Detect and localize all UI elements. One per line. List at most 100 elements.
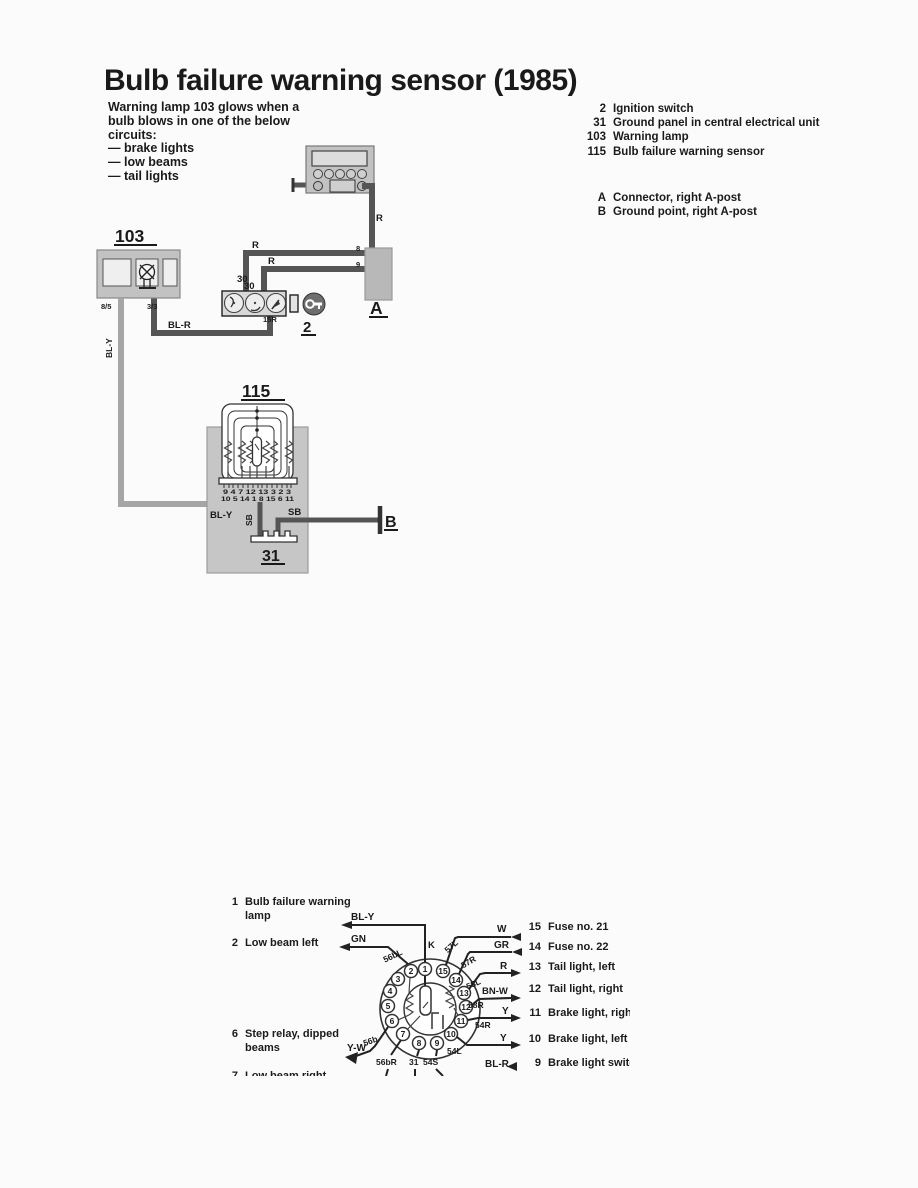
warning-lamp-103: 103 8/5 3/3 bbox=[96, 226, 181, 311]
wire-label-sb: SB bbox=[244, 514, 254, 526]
intro-text: Warning lamp 103 glows when a bulb blows… bbox=[108, 100, 338, 184]
item-num: 12 bbox=[529, 983, 541, 995]
item-num: 2 bbox=[232, 937, 238, 949]
pin-33-label: 3/3 bbox=[147, 302, 157, 311]
item-num: 7 bbox=[232, 1070, 238, 1076]
legend-ref: 31 bbox=[593, 117, 606, 130]
wire-label-bl-y: BL-Y bbox=[351, 912, 375, 923]
item-label: Low beam left bbox=[245, 937, 319, 949]
legend-row: 2 Ignition switch bbox=[578, 102, 819, 116]
legend-ref: 103 bbox=[586, 131, 606, 144]
connector-pin-numbers: 1 15 14 13 12 11 10 9 8 7 6 5 4 3 2 bbox=[386, 964, 471, 1048]
page-title: Bulb failure warning sensor (1985) bbox=[104, 64, 578, 98]
legend-row: 31 Ground panel in central electrical uni… bbox=[578, 116, 819, 130]
terminal-54l-label: 54L bbox=[447, 1046, 462, 1056]
sensor-115-label: 115 bbox=[242, 381, 270, 401]
legend-row: A Connector, right A-post bbox=[578, 191, 819, 205]
wire-label-y: Y bbox=[502, 1006, 509, 1017]
wire-label-gr: GR bbox=[494, 940, 510, 951]
apost-connector-symbol bbox=[291, 145, 375, 194]
item-num: 13 bbox=[529, 961, 541, 973]
pin-number: 10 bbox=[446, 1029, 456, 1039]
item-label: Fuse no. 22 bbox=[548, 941, 609, 953]
pinout-left-legend: 1 Bulb failure warning lamp 2 Low beam l… bbox=[232, 896, 351, 1076]
wire-r-pin9 bbox=[261, 266, 389, 292]
wire-bl-r bbox=[151, 298, 273, 336]
terminal-56bl-label: 56bL bbox=[382, 947, 404, 965]
wire-label-bl-r: BL-R bbox=[168, 320, 191, 331]
wire-r-pin8 bbox=[243, 250, 389, 292]
pin-number: 1 bbox=[423, 964, 428, 974]
connector-pins bbox=[380, 961, 474, 1051]
item-num: 14 bbox=[529, 941, 542, 953]
pin-number: 6 bbox=[390, 1016, 395, 1026]
wire-label-y: Y bbox=[500, 1033, 507, 1044]
pin-number: 4 bbox=[388, 986, 393, 996]
pin-number: 13 bbox=[459, 988, 469, 998]
legend-label: Connector, right A-post bbox=[613, 191, 741, 204]
wire-label-y-w: Y-W bbox=[347, 1043, 366, 1054]
intro-line: Warning lamp 103 glows when a bbox=[108, 100, 300, 114]
intro-line: circuits: bbox=[108, 127, 157, 142]
item-label: Tail light, right bbox=[548, 983, 623, 995]
pin-number: 15 bbox=[438, 966, 448, 976]
terminal-54r-label: 54R bbox=[475, 1020, 491, 1030]
pin-number: 12 bbox=[461, 1002, 471, 1012]
key-icon bbox=[302, 292, 326, 316]
terminal-31-label: 31 bbox=[409, 1057, 419, 1067]
item-label: Brake light, right bbox=[548, 1007, 630, 1019]
legend-ref: 115 bbox=[587, 145, 606, 158]
pin-number: 7 bbox=[401, 1029, 406, 1039]
wire-r-vertical bbox=[362, 183, 375, 252]
item-num: 1 bbox=[232, 896, 238, 908]
item-label2: lamp bbox=[245, 910, 271, 922]
pinout-right-legend: 15 Fuse no. 21 14 Fuse no. 22 13 Tail li… bbox=[529, 921, 630, 1069]
legend-label: Ground point, right A-post bbox=[613, 206, 757, 219]
item-num: 6 bbox=[232, 1028, 238, 1040]
wire-label-gn: GN bbox=[351, 934, 366, 945]
legend-ref: A bbox=[597, 191, 606, 204]
wire-label-r: R bbox=[268, 256, 275, 267]
wire-label-r: R bbox=[252, 240, 259, 251]
wire-label-bn-w: BN-W bbox=[482, 986, 508, 997]
legend-ref: 2 bbox=[599, 103, 606, 115]
item-label: Low beam right bbox=[245, 1070, 327, 1076]
bulb-icon bbox=[138, 263, 156, 289]
pin-number: 5 bbox=[386, 1001, 391, 1011]
terminal-56b-label: 56b bbox=[362, 1034, 379, 1048]
item-label: Brake light, left bbox=[548, 1033, 628, 1045]
item-label: Bulb failure warning bbox=[245, 896, 351, 908]
wire-label-sb2: SB bbox=[288, 507, 301, 518]
terminal-15r-label: 15R bbox=[263, 315, 277, 324]
lamp-103-label: 103 bbox=[115, 226, 144, 246]
terminal-56br-label: 56bR bbox=[376, 1057, 397, 1067]
intro-line: — low beams bbox=[108, 155, 188, 170]
legend-label: Ignition switch bbox=[613, 103, 694, 115]
sensor-pin-row-bottom: 10 5 14 1 8 15 6 11 bbox=[221, 496, 295, 503]
sensor-pin-row-top: 9 4 7 12 13 3 2 3 bbox=[223, 489, 292, 496]
item-label: Tail light, left bbox=[548, 961, 615, 973]
terminal-30-label: 30 bbox=[244, 281, 255, 292]
item-num: 10 bbox=[529, 1033, 541, 1045]
item-label: Step relay, dipped bbox=[245, 1028, 339, 1040]
wire-label-bl-y-panel: BL-Y bbox=[210, 510, 233, 521]
item-num: 9 bbox=[535, 1057, 541, 1069]
terminal-57r-label: 57R bbox=[459, 954, 478, 970]
item-label: Fuse no. 21 bbox=[548, 921, 609, 933]
pin-number: 2 bbox=[409, 966, 414, 976]
wire-label-w: W bbox=[497, 924, 507, 935]
wire-label-bl-r: BL-R bbox=[485, 1059, 510, 1070]
connector-a: 8 9 A bbox=[356, 244, 393, 318]
connector-a-label: A bbox=[370, 298, 383, 318]
legend-label: Ground panel in central electrical unit bbox=[613, 117, 820, 130]
wire-label-r: R bbox=[376, 213, 383, 224]
bulb-failure-sensor-115: 115 bbox=[218, 381, 298, 503]
terminal-30-label: 30 bbox=[237, 274, 248, 285]
item-num: 11 bbox=[529, 1007, 541, 1019]
wire-bl-y bbox=[118, 298, 248, 507]
legend-ref: B bbox=[597, 206, 606, 219]
sensor-bulb-icon bbox=[251, 436, 263, 478]
pin-number: 11 bbox=[457, 1016, 466, 1026]
